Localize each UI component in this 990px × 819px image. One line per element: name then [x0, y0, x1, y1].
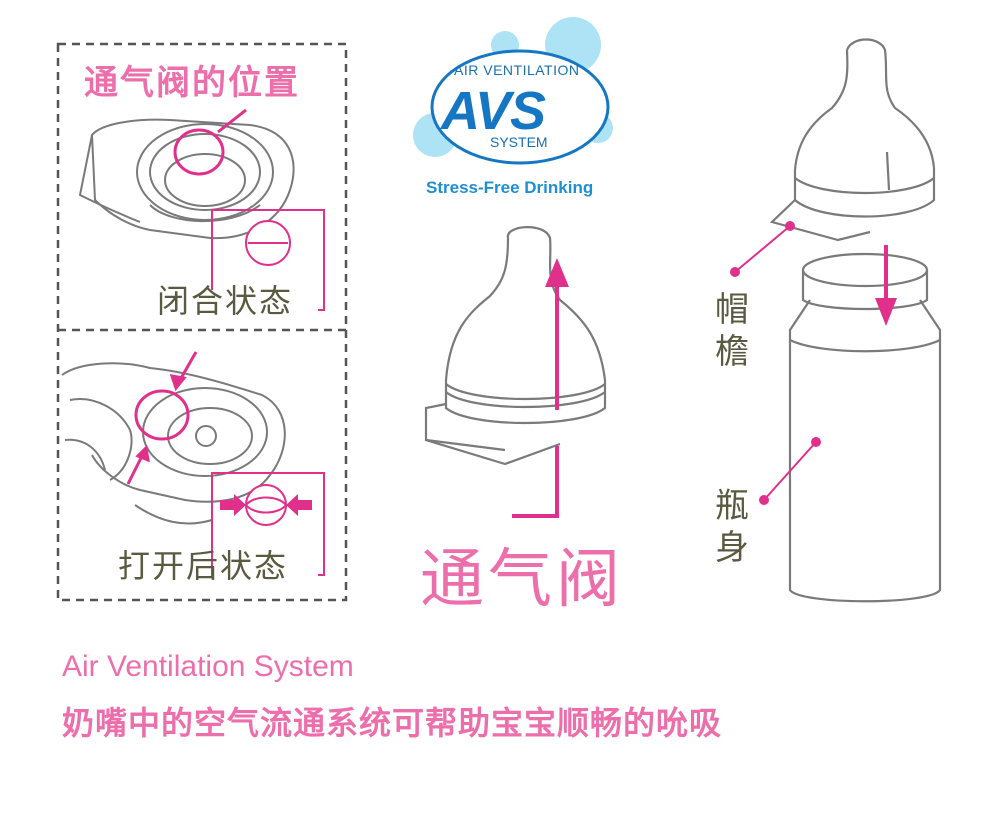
open-state-label: 打开后状态: [118, 547, 289, 585]
valve-label: 通气阀: [420, 543, 624, 617]
valve-open-illustration: [61, 362, 286, 525]
instruction-frame: [56, 42, 348, 602]
valve-press-highlight: [126, 351, 198, 485]
assembly-arrow: [875, 245, 897, 326]
closed-state-inset: [211, 209, 325, 311]
cap-illustration: [769, 38, 936, 242]
brim-label: 帽檐: [715, 290, 749, 372]
closed-state-label: 闭合状态: [157, 282, 294, 320]
bottle-body-label: 瓶身: [715, 486, 749, 568]
valve-highlight-circle: [173, 108, 247, 176]
valve-position-title: 通气阀的位置: [84, 63, 300, 103]
nipple-illustration: [424, 226, 607, 466]
airflow-arrow: [512, 258, 569, 518]
squeeze-arrows: [220, 494, 312, 516]
open-state-inset: [211, 472, 325, 578]
logo-bottom-text: SYSTEM: [490, 134, 548, 150]
bottle-illustration: [788, 252, 942, 603]
footer-title-en: Air Ventilation System: [62, 650, 354, 683]
logo-top-text: AIR VENTILATION: [454, 62, 580, 78]
logo-tagline: Stress-Free Drinking: [426, 178, 594, 197]
valve-closed-illustration: [78, 118, 295, 240]
label-leaders: [730, 221, 821, 505]
footer-description-cn: 奶嘴中的空气流通系统可帮助宝宝顺畅的吮吸: [62, 704, 723, 742]
logo-main-text: AVS: [441, 81, 546, 141]
avs-logo-shape: [413, 17, 613, 165]
